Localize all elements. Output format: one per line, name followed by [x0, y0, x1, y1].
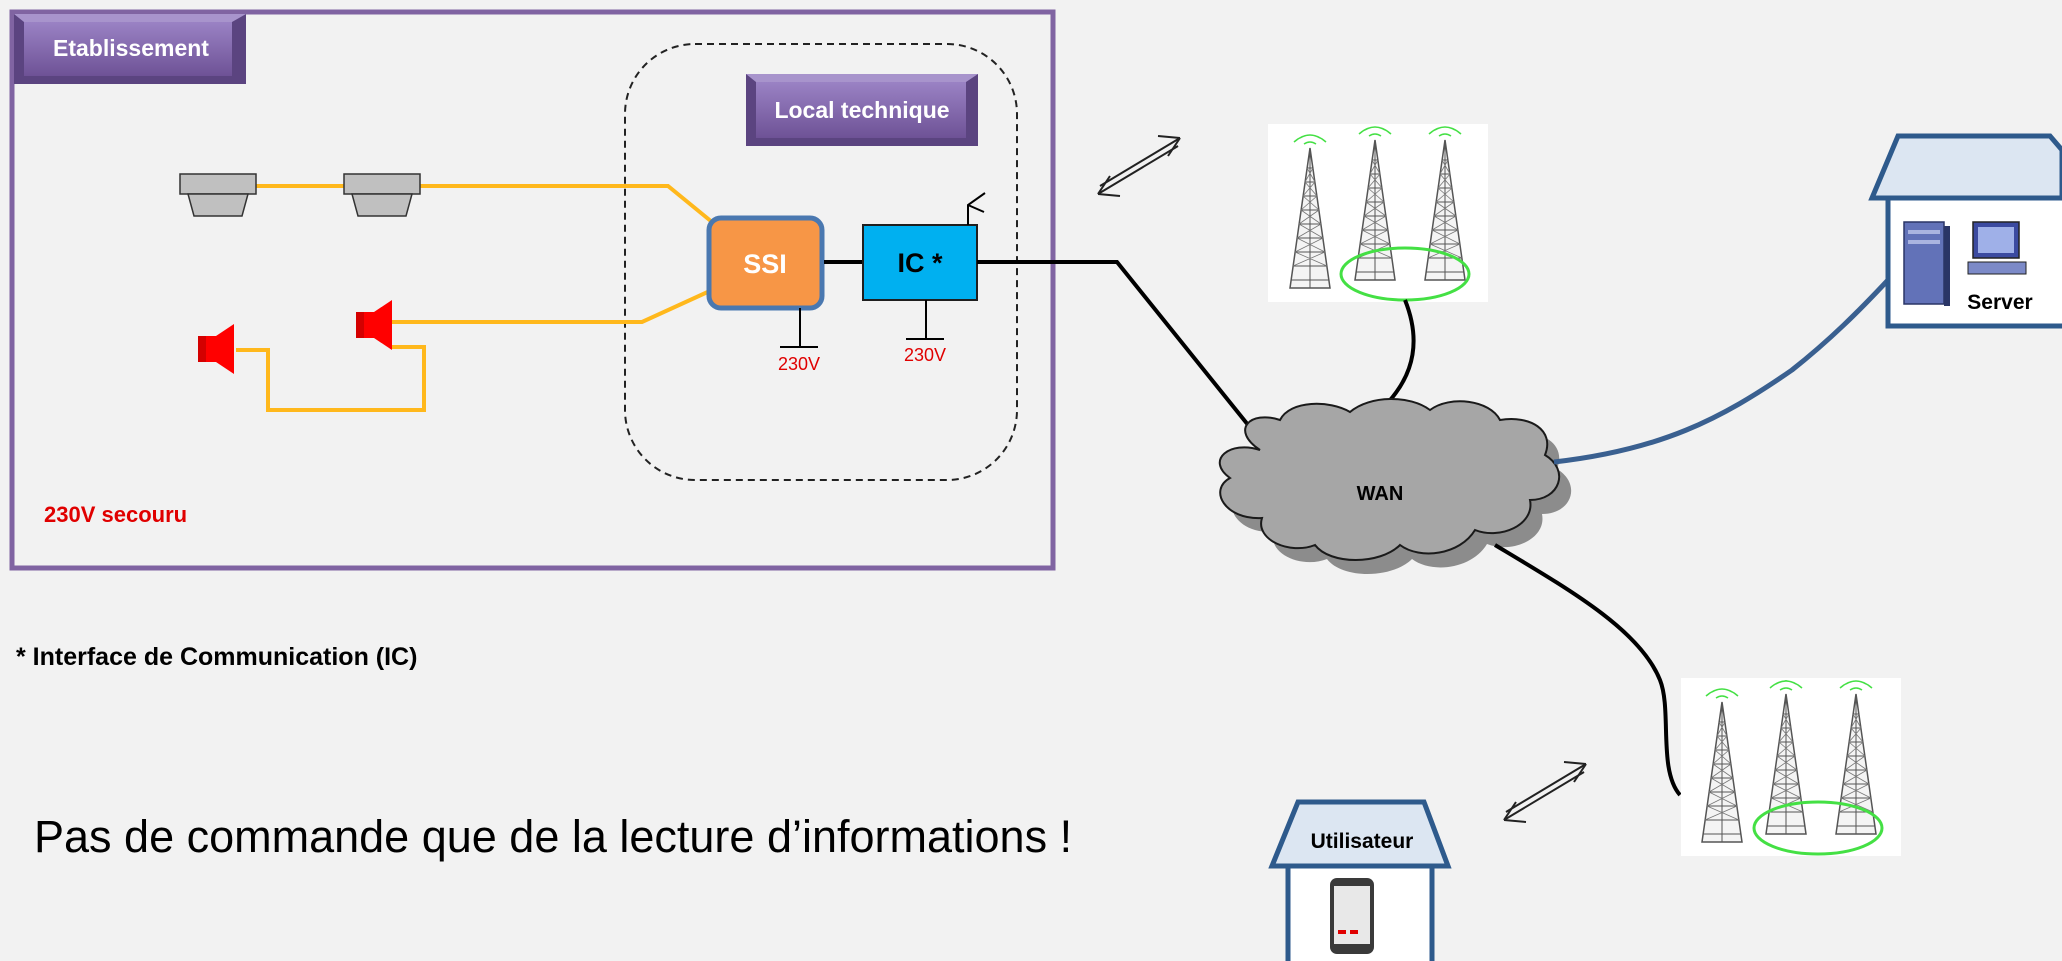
user-house: Utilisateur: [1268, 799, 1452, 961]
technical-room-tag: Local technique: [746, 74, 978, 146]
antenna-towers-top: [1268, 124, 1488, 302]
wireless-link-icon: [1503, 761, 1587, 823]
user-label: Utilisateur: [1311, 830, 1414, 853]
wan-server-link: [1553, 278, 1890, 465]
backup-power-label: 230V secouru: [44, 502, 187, 527]
caption: Pas de commande que de la lecture d’info…: [34, 811, 1072, 862]
sounder-icon: [356, 300, 392, 350]
ic-wan-link: [977, 260, 1267, 448]
establishment-frame: [9, 9, 1056, 571]
technical-room-label: Local technique: [774, 97, 949, 123]
establishment-tag: Etablissement: [14, 14, 246, 84]
wan-towers-link: [1493, 543, 1682, 797]
computer-icon: [1967, 221, 2027, 275]
detector-wiring: [254, 184, 714, 224]
wan-label: WAN: [1357, 483, 1404, 505]
server-label: Server: [1967, 291, 2032, 314]
ic-power-label: 230V: [904, 345, 946, 365]
wan-cloud: WAN: [1218, 398, 1572, 574]
ssi-unit: SSI 230V: [706, 215, 825, 374]
ssi-power-label: 230V: [778, 354, 820, 374]
smoke-detector-icon: [343, 173, 421, 217]
server-house: Server: [1868, 133, 2062, 329]
ssi-label: SSI: [743, 249, 787, 279]
sounder-wiring: [236, 288, 713, 412]
ic-unit: IC * 230V: [862, 192, 986, 365]
smartphone-icon: [1330, 878, 1374, 954]
footnote: * Interface de Communication (IC): [16, 643, 417, 671]
ic-label: IC *: [897, 248, 943, 278]
sounder-icon: [198, 324, 234, 374]
smoke-detector-icon: [179, 173, 257, 217]
antenna-towers-bottom: [1681, 678, 1901, 856]
server-icon: [1903, 221, 1950, 306]
wireless-link-icon: [1097, 135, 1181, 197]
establishment-label: Etablissement: [53, 35, 209, 61]
antenna-icon: [967, 192, 986, 225]
